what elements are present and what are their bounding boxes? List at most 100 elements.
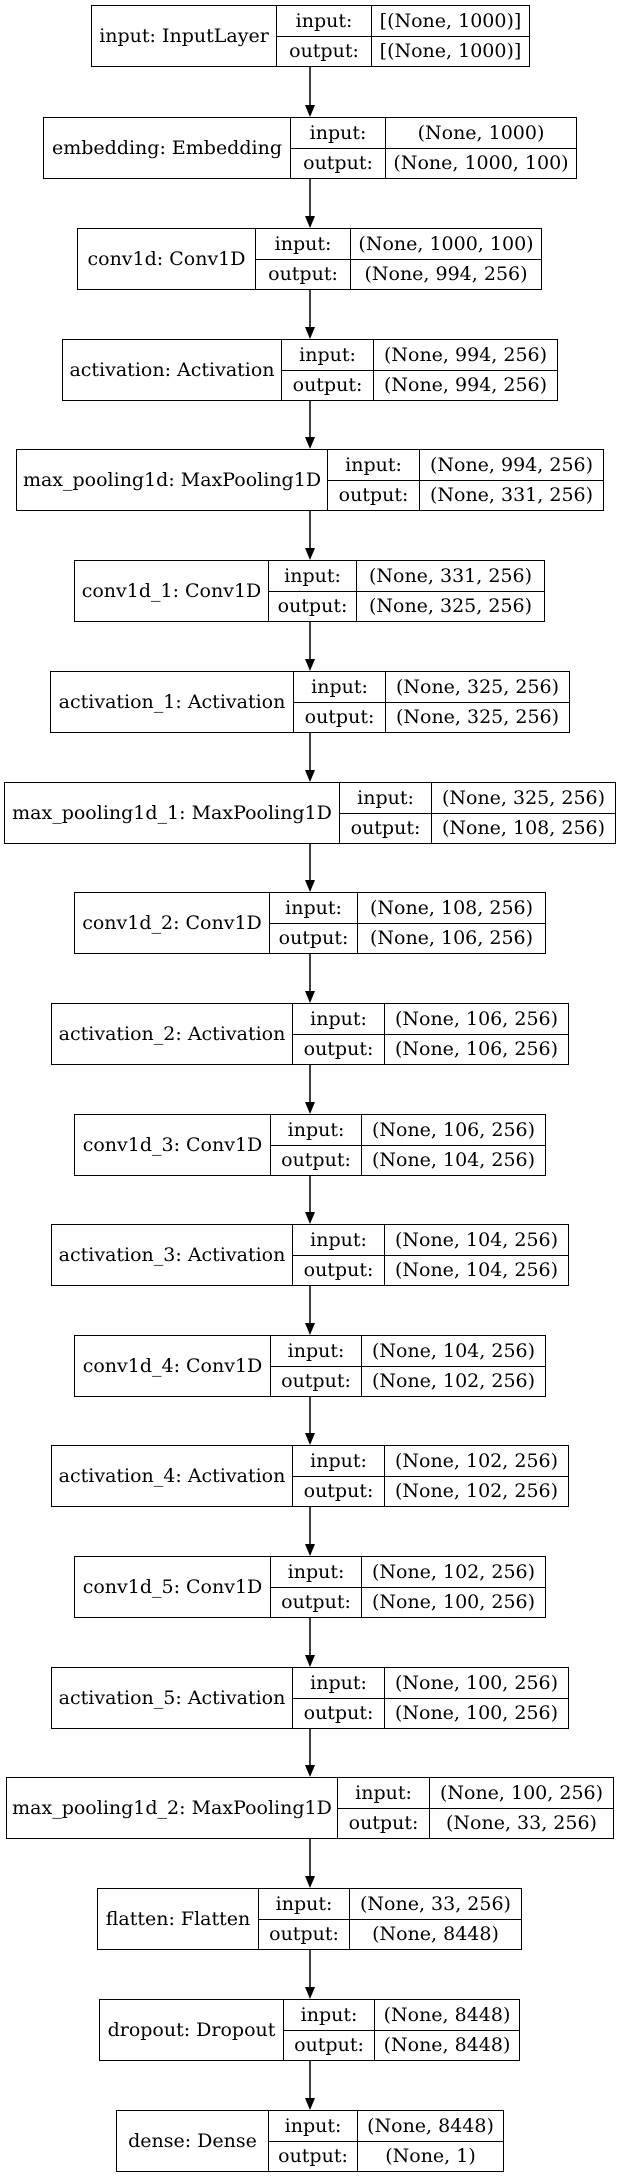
- layer-io: input:(None, 994, 256) output:(None, 331…: [328, 450, 603, 510]
- layer-node: activation_4: Activation input:(None, 10…: [51, 1445, 569, 1507]
- layer-node: conv1d_2: Conv1D input:(None, 108, 256) …: [74, 892, 546, 954]
- layer-io: input:(None, 104, 256) output:(None, 102…: [271, 1336, 545, 1396]
- output-label: output:: [256, 259, 351, 289]
- output-row: output:(None, 1000, 100): [291, 147, 576, 178]
- arrow-head: [305, 770, 315, 782]
- layer-io: input:(None, 106, 256) output:(None, 106…: [293, 1004, 568, 1064]
- input-shape: (None, 994, 256): [383, 343, 548, 366]
- layer-name: activation: Activation: [63, 340, 282, 400]
- output-shape: (None, 331, 256): [429, 484, 594, 507]
- layer-io: input:(None, 325, 256) output:(None, 108…: [340, 783, 615, 843]
- input-row: input:(None, 100, 256): [338, 1778, 613, 1808]
- output-shape: (None, 325, 256): [395, 706, 560, 729]
- output-row: output:(None, 1): [269, 2140, 503, 2171]
- input-shape: (None, 102, 256): [371, 1560, 536, 1583]
- input-label: input:: [282, 340, 374, 370]
- input-label: input:: [269, 561, 357, 591]
- input-label: input:: [293, 1225, 385, 1255]
- output-label: output:: [328, 480, 420, 510]
- input-shape: (None, 33, 256): [360, 1892, 511, 1915]
- layer-node: conv1d_1: Conv1D input:(None, 331, 256) …: [74, 560, 545, 622]
- layer-node: activation_1: Activation input:(None, 32…: [50, 671, 570, 733]
- layer-name: dense: Dense: [117, 2111, 269, 2171]
- output-row: output:(None, 106, 256): [270, 922, 545, 953]
- layer-name: conv1d_4: Conv1D: [75, 1336, 271, 1396]
- output-label: output:: [338, 1808, 430, 1838]
- output-row: output:(None, 104, 256): [293, 1254, 568, 1285]
- arrow-head: [305, 437, 315, 449]
- layer-name: conv1d: Conv1D: [78, 229, 256, 289]
- layer-io: input:(None, 100, 256) output:(None, 100…: [293, 1668, 568, 1728]
- output-row: output:(None, 325, 256): [269, 590, 544, 621]
- output-shape: (None, 100, 256): [394, 1702, 559, 1725]
- input-row: input:(None, 100, 256): [293, 1668, 568, 1698]
- layer-io: input:(None, 325, 256) output:(None, 325…: [294, 672, 569, 732]
- output-row: output:(None, 100, 256): [271, 1586, 545, 1617]
- output-row: output:(None, 102, 256): [293, 1475, 568, 1506]
- input-shape: [(None, 1000)]: [379, 9, 522, 32]
- layer-io: input:(None, 102, 256) output:(None, 100…: [271, 1557, 545, 1617]
- layer-node: dense: Dense input: (None, 8448) output:(…: [116, 2110, 504, 2172]
- layer-name: max_pooling1d_2: MaxPooling1D: [7, 1778, 338, 1838]
- layer-name: activation_2: Activation: [52, 1004, 293, 1064]
- input-label: input:: [259, 1889, 350, 1919]
- input-row: input: (None, 33, 256): [259, 1889, 521, 1919]
- arrow-head: [305, 327, 315, 339]
- output-shape: (None, 102, 256): [371, 1370, 536, 1393]
- layer-node: activation: Activation input: (None, 994,…: [62, 339, 558, 401]
- output-row: output: (None, 331, 256): [328, 479, 603, 510]
- output-row: output: (None, 994, 256): [282, 369, 557, 400]
- layer-io: input:(None, 106, 256) output:(None, 104…: [271, 1115, 545, 1175]
- output-shape: (None, 1000, 100): [393, 152, 569, 175]
- output-label: output:: [284, 2030, 375, 2060]
- output-row: output: (None, 994, 256): [256, 258, 541, 289]
- output-row: output:(None, 102, 256): [271, 1365, 545, 1396]
- input-shape: (None, 8448): [367, 2114, 494, 2137]
- layer-io: input:(None, 33, 256) output:(None, 8448…: [259, 1889, 521, 1949]
- output-label: output:: [282, 370, 374, 400]
- input-shape: (None, 104, 256): [394, 1228, 559, 1251]
- layer-name: activation_1: Activation: [51, 672, 294, 732]
- arrow-head: [305, 1102, 315, 1114]
- input-shape: (None, 106, 256): [394, 1007, 559, 1030]
- input-row: input:(None, 1000): [291, 118, 576, 148]
- input-row: input:(None, 331, 256): [269, 561, 544, 591]
- input-shape: (None, 102, 256): [394, 1449, 559, 1472]
- layer-node: dropout: Dropout input:(None, 8448) outp…: [99, 1999, 520, 2061]
- layer-node: conv1d_5: Conv1D input:(None, 102, 256) …: [74, 1556, 546, 1618]
- layer-node: activation_5: Activation input:(None, 10…: [51, 1667, 569, 1729]
- output-shape: (None, 8448): [372, 1923, 499, 1946]
- input-label: input:: [269, 2111, 358, 2141]
- output-label: output:: [340, 813, 432, 843]
- output-label: output:: [277, 36, 372, 66]
- layer-io: input:(None, 108, 256) output:(None, 106…: [270, 893, 545, 953]
- output-label: output:: [294, 702, 386, 732]
- layer-io: input:(None, 331, 256) output:(None, 325…: [269, 561, 544, 621]
- input-shape: (None, 325, 256): [441, 786, 606, 809]
- layer-node: max_pooling1d: MaxPooling1D input:(None,…: [16, 449, 604, 511]
- input-row: input: (None, 8448): [269, 2111, 503, 2141]
- output-shape: (None, 994, 256): [364, 263, 528, 286]
- input-label: input:: [270, 893, 358, 923]
- input-shape: (None, 100, 256): [439, 1781, 604, 1804]
- arrow-head: [305, 1433, 315, 1445]
- output-row: output:(None, 106, 256): [293, 1033, 568, 1064]
- layer-node: flatten: Flatten input:(None, 33, 256) o…: [97, 1888, 522, 1950]
- output-row: output:(None, 108, 256): [340, 812, 615, 843]
- arrow-head: [305, 1544, 315, 1556]
- layer-name: activation_4: Activation: [52, 1446, 293, 1506]
- arrow-head: [305, 659, 315, 671]
- layer-io: input: (None, 104, 256) output:(None, 104…: [293, 1225, 568, 1285]
- output-shape: (None, 1): [385, 2145, 476, 2168]
- output-shape: (None, 994, 256): [383, 374, 548, 397]
- output-shape: (None, 102, 256): [394, 1480, 559, 1503]
- input-label: input:: [271, 1115, 362, 1145]
- arrow-head: [305, 991, 315, 1003]
- output-row: output:(None, 104, 256): [271, 1144, 545, 1175]
- arrow-head: [305, 1655, 315, 1667]
- layer-name: input: InputLayer: [92, 6, 277, 66]
- output-shape: (None, 106, 256): [394, 1038, 559, 1061]
- arrow-head: [305, 1876, 315, 1888]
